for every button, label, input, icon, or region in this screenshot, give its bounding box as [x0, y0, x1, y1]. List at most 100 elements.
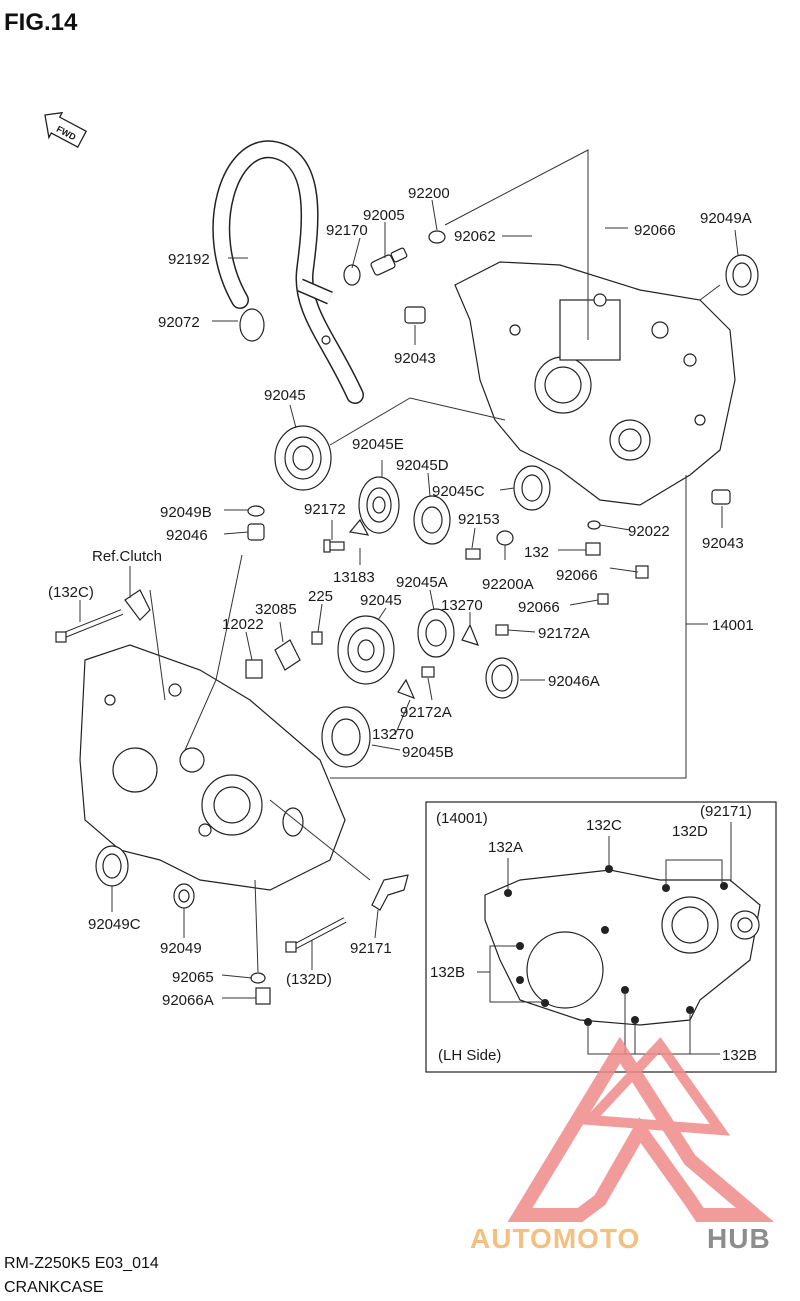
part-label: 92200 — [408, 185, 450, 202]
watermark-text-1: AUTOMOTO — [470, 1223, 640, 1254]
inset-label: 132B — [430, 964, 465, 981]
part-label: 92045 — [264, 387, 306, 404]
o-ring-92200 — [428, 230, 446, 244]
part-label: 92005 — [363, 207, 405, 224]
part-label: 92049C — [88, 916, 141, 933]
bolt-225 — [311, 631, 323, 645]
part-label: 92045 — [360, 592, 402, 609]
dowel-pin-top — [404, 306, 426, 324]
guide-32085 — [274, 639, 301, 671]
bolt-132c — [55, 609, 124, 643]
part-label: 92045D — [396, 457, 449, 474]
part-label: 92153 — [458, 511, 500, 528]
crankcase-right-half — [454, 261, 736, 506]
part-label: 92062 — [454, 228, 496, 245]
plug-92066b — [597, 593, 609, 605]
oil-seal-92049c — [95, 845, 129, 887]
inset-label: (92171) — [700, 803, 752, 820]
plug-92066a — [255, 987, 271, 1005]
plate-13183 — [348, 518, 370, 536]
clamp-92170 — [343, 264, 361, 286]
part-label: 92043 — [394, 350, 436, 367]
bolt-92172a-b — [421, 666, 435, 678]
gasket-12022 — [245, 659, 263, 679]
part-label: (132D) — [286, 971, 332, 988]
part-label: 92172A — [538, 625, 590, 642]
bolt-132d — [285, 917, 347, 953]
clip-92171 — [371, 874, 409, 911]
bolt-92172a-a — [495, 624, 509, 636]
plate-13270a — [461, 623, 480, 646]
part-label: 92049A — [700, 210, 752, 227]
bearing-92045d — [413, 495, 451, 545]
part-label: 225 — [308, 588, 333, 605]
section-name: CRANKCASE — [4, 1279, 104, 1296]
crankcase-left-half — [79, 644, 346, 891]
clutch-ref-part — [124, 589, 151, 621]
part-labels: 92200 92005 92170 92062 92066 92049A 921… — [48, 185, 754, 1009]
part-label: 92066 — [634, 222, 676, 239]
part-label: Ref.Clutch — [92, 548, 162, 565]
bearing-92045-top — [274, 425, 332, 491]
fwd-arrow-icon: FWD — [44, 111, 88, 149]
washer-92022 — [587, 520, 601, 530]
part-label: 92046A — [548, 673, 600, 690]
bolt-92153 — [465, 548, 481, 560]
needle-bearing-92046a — [485, 657, 519, 699]
part-label: 14001 — [712, 617, 754, 634]
o-ring-92049b — [247, 505, 265, 517]
washer-92065 — [250, 972, 266, 984]
part-label: 92200A — [482, 576, 534, 593]
part-label: 92046 — [166, 527, 208, 544]
part-label: 92072 — [158, 314, 200, 331]
part-label: 13270 — [372, 726, 414, 743]
bearing-92045c — [513, 465, 551, 511]
bearing-92045a — [417, 608, 455, 658]
inset-lh-side: (14001) (LH Side) 132A 132C (92171) 132D… — [425, 801, 777, 1073]
inset-caption: (LH Side) — [438, 1047, 501, 1064]
part-label: 92043 — [702, 535, 744, 552]
inset-label: 132D — [672, 823, 708, 840]
part-label: (132C) — [48, 584, 94, 601]
part-label: 92045A — [396, 574, 448, 591]
watermark-text-2: HUB — [707, 1223, 771, 1254]
part-label: 92049 — [160, 940, 202, 957]
dowel-92046 — [247, 523, 265, 541]
oil-seal-92049a — [725, 254, 759, 296]
breather-hose — [212, 140, 364, 404]
part-label: 13183 — [333, 569, 375, 586]
part-label: 92045C — [432, 483, 485, 500]
bolt-132 — [585, 542, 601, 556]
part-label: 92172A — [400, 704, 452, 721]
part-label: 92170 — [326, 222, 368, 239]
dowel-pin-right — [711, 489, 731, 505]
oil-seal-92049 — [173, 883, 195, 909]
part-label: 92022 — [628, 523, 670, 540]
bearing-92045e — [358, 476, 400, 534]
part-label: 92192 — [168, 251, 210, 268]
part-label: 132 — [524, 544, 549, 561]
hose-clamp — [239, 308, 265, 342]
part-label: 92065 — [172, 969, 214, 986]
inset-title: (14001) — [436, 810, 488, 827]
part-label: 92066A — [162, 992, 214, 1009]
part-label: 92049B — [160, 504, 212, 521]
inset-label: 132A — [488, 839, 523, 856]
leader-lines — [79, 149, 739, 999]
part-label: 92066 — [518, 599, 560, 616]
part-label: 92045B — [402, 744, 454, 761]
model-code: RM-Z250K5 E03_014 — [4, 1255, 159, 1272]
part-label: 92045E — [352, 436, 404, 453]
washer-92200a — [496, 530, 514, 546]
part-label: 13270 — [441, 597, 483, 614]
part-label: 12022 — [222, 616, 264, 633]
breather-fitting — [370, 247, 408, 276]
inset-label: 132C — [586, 817, 622, 834]
watermark-logo: AUTOMOTO HUB — [470, 1036, 775, 1254]
part-label: 32085 — [255, 601, 297, 618]
bearing-92045b — [321, 706, 371, 768]
part-label: 92172 — [304, 501, 346, 518]
part-label: 92066 — [556, 567, 598, 584]
plate-13270b — [397, 678, 416, 700]
